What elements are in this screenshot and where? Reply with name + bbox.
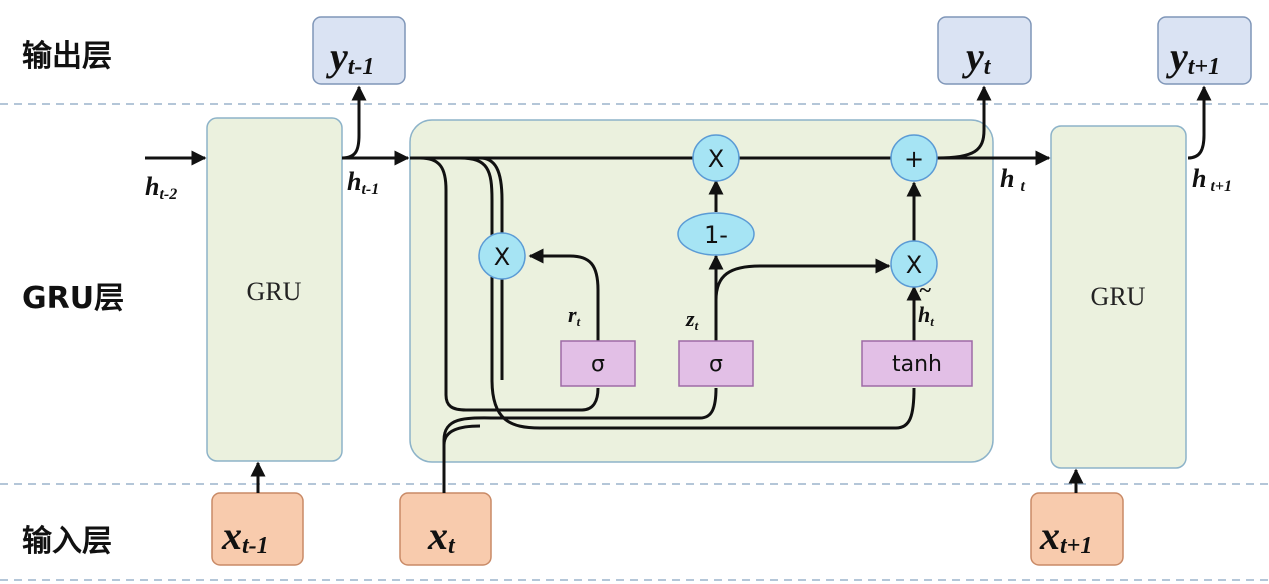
- output-var: y: [1166, 34, 1188, 79]
- gru-cell-expanded: [409, 119, 994, 463]
- wire-yt-output: [936, 85, 992, 160]
- svg-text:ht: ht: [918, 302, 934, 329]
- svg-text:yt+1: yt+1: [1166, 34, 1220, 80]
- input-box-t-minus-1: xt-1: [211, 492, 304, 566]
- output-box-t: yt: [937, 16, 1032, 85]
- multiply-candidate-node: X: [890, 240, 938, 288]
- multiply-candidate-text: X: [906, 251, 922, 279]
- wire-xt-up: [442, 387, 718, 493]
- multiply-update-text: X: [708, 145, 724, 173]
- svg-text:yt: yt: [962, 34, 992, 80]
- add-text: +: [904, 145, 924, 173]
- update-gate-text: σ: [709, 352, 723, 377]
- candidate-tilde: ~: [919, 277, 932, 302]
- wire-xt-branch-a: [442, 424, 481, 446]
- input-box-t-plus-1: xt+1: [1030, 492, 1124, 566]
- update-gate: σ: [678, 340, 754, 387]
- input-var: x: [1039, 513, 1060, 558]
- gru-cell-left-label: GRU: [247, 277, 302, 306]
- update-gate-label: zt: [685, 306, 699, 333]
- candidate-gate-label: ~ ht: [918, 277, 934, 329]
- output-sub: t: [984, 54, 992, 80]
- output-box-t-plus-1: yt+1: [1157, 16, 1252, 85]
- multiply-update-node: X: [692, 134, 740, 182]
- multiply-reset-text: X: [494, 243, 510, 271]
- multiply-reset-node: X: [478, 232, 526, 280]
- svg-text:xt-1: xt-1: [221, 513, 269, 559]
- add-node: +: [890, 134, 938, 182]
- wire-rt: [528, 248, 600, 341]
- input-sub: t+1: [1060, 533, 1092, 559]
- candidate-gate: tanh: [861, 340, 973, 387]
- wire-h-to-reset-mult: [479, 156, 504, 234]
- output-box-t-minus-1: yt-1: [312, 16, 406, 85]
- gru-cell-right-label: GRU: [1091, 282, 1146, 311]
- h-t-minus-1-label: ht-1: [347, 167, 379, 198]
- h-t-minus-2-label: ht-2: [145, 172, 177, 203]
- gru-cell-left: [206, 117, 343, 462]
- input-sub: t-1: [242, 533, 269, 559]
- input-var: x: [427, 513, 448, 558]
- gru-layer-label: GRU层: [22, 281, 124, 316]
- output-var: y: [962, 34, 984, 79]
- output-var: y: [326, 34, 348, 79]
- input-var: x: [221, 513, 242, 558]
- svg-text:xt+1: xt+1: [1039, 513, 1092, 559]
- svg-text:yt-1: yt-1: [326, 34, 374, 80]
- one-minus-node: 1-: [677, 212, 755, 256]
- candidate-gate-text: tanh: [892, 352, 942, 377]
- input-sub: t: [448, 533, 456, 559]
- input-box-t: xt: [399, 492, 492, 566]
- wire-left-output: [341, 85, 367, 160]
- reset-gate: σ: [560, 340, 636, 387]
- one-minus-text: 1-: [704, 221, 728, 249]
- reset-gate-label: rt: [568, 302, 581, 329]
- reset-gate-text: σ: [591, 352, 605, 377]
- output-sub: t-1: [348, 54, 375, 80]
- wire-h-branch-a: [419, 156, 600, 412]
- input-layer-label: 输入层: [22, 524, 112, 559]
- svg-text:xt: xt: [427, 513, 456, 559]
- output-layer-label: 输出层: [22, 39, 112, 74]
- gru-cell-right: [1050, 125, 1187, 469]
- wire-right-output: [1187, 85, 1212, 160]
- wire-zt-right: [714, 258, 891, 301]
- output-sub: t+1: [1188, 54, 1220, 80]
